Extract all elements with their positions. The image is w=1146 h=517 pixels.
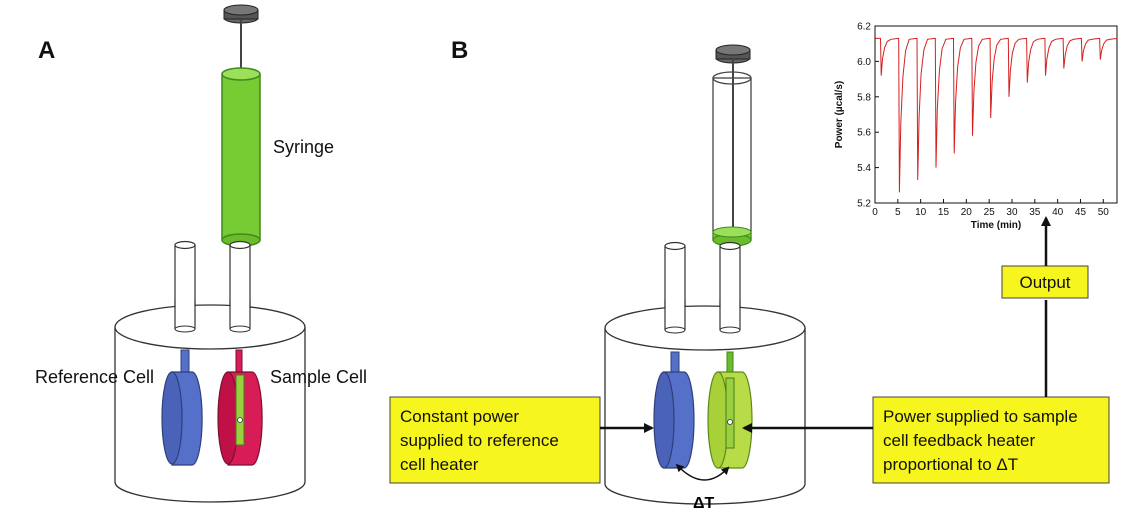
panel-b-label: B <box>451 37 468 64</box>
constant-power-line-1: Constant power <box>400 407 519 426</box>
syringe-plunger-b <box>715 44 751 232</box>
calorimeter-vessel-a <box>114 300 306 503</box>
y-tick-label: 5.2 <box>857 199 871 210</box>
y-tick-label: 6.2 <box>857 22 871 33</box>
x-tick-label: 45 <box>1075 207 1087 218</box>
x-tick-label: 0 <box>872 207 878 218</box>
constant-power-line-3: cell heater <box>400 455 479 474</box>
constant-power-box: Constant power supplied to reference cel… <box>389 396 601 484</box>
calorimeter-vessel-b <box>604 300 806 505</box>
panel-a: A Syringe <box>35 4 367 503</box>
chart-plot-area <box>874 25 1118 204</box>
y-tick-label: 5.6 <box>857 128 871 139</box>
x-tick-label: 30 <box>1006 207 1018 218</box>
feedback-power-line-3: proportional to ΔT <box>883 455 1018 474</box>
x-tick-label: 20 <box>961 207 973 218</box>
syringe-barrel <box>221 67 261 247</box>
y-tick-label: 5.8 <box>857 92 871 103</box>
reference-cell-label: Reference Cell <box>35 367 154 387</box>
panel-a-label: A <box>38 37 55 64</box>
feedback-power-box: Power supplied to sample cell feedback h… <box>872 396 1110 484</box>
x-tick-label: 35 <box>1029 207 1041 218</box>
chart-y-axis-label: Power (µcal/s) <box>834 81 845 148</box>
sample-cell-b <box>707 351 753 469</box>
syringe-label: Syringe <box>273 137 334 157</box>
constant-power-line-2: supplied to reference <box>400 431 559 450</box>
power-chart: 0 5 10 15 20 25 30 35 40 45 50 5.2 5.4 5.6 5.8 6.0 6.2 T… <box>834 22 1118 231</box>
x-tick-label: 15 <box>938 207 950 218</box>
y-tick-label: 5.4 <box>857 163 871 174</box>
x-tick-label: 5 <box>895 207 901 218</box>
power-trace <box>875 37 1118 193</box>
delta-t-label: ΔT <box>693 495 715 512</box>
reference-cell-b <box>653 351 695 469</box>
x-tick-label: 25 <box>984 207 996 218</box>
y-tick-label: 6.0 <box>857 57 871 68</box>
sample-cell-a <box>217 349 263 466</box>
reference-cell-a <box>161 349 203 466</box>
output-box: Output <box>1001 265 1089 299</box>
x-tick-label: 40 <box>1052 207 1064 218</box>
chart-x-axis-label: Time (min) <box>971 220 1021 231</box>
x-tick-label: 10 <box>915 207 927 218</box>
panel-b: B <box>389 22 1118 512</box>
chart-ticks: 0 5 10 15 20 25 30 35 40 45 50 5.2 5.4 5.6 5.8 6.0 6.2 <box>857 22 1109 219</box>
output-label: Output <box>1019 273 1070 292</box>
syringe-barrel-b <box>712 71 752 247</box>
feedback-power-line-2: cell feedback heater <box>883 431 1035 450</box>
syringe-plunger <box>223 4 259 75</box>
delta-t-arrow <box>675 463 730 481</box>
feedback-power-line-1: Power supplied to sample <box>883 407 1078 426</box>
x-tick-label: 50 <box>1098 207 1110 218</box>
sample-cell-label: Sample Cell <box>270 367 367 387</box>
